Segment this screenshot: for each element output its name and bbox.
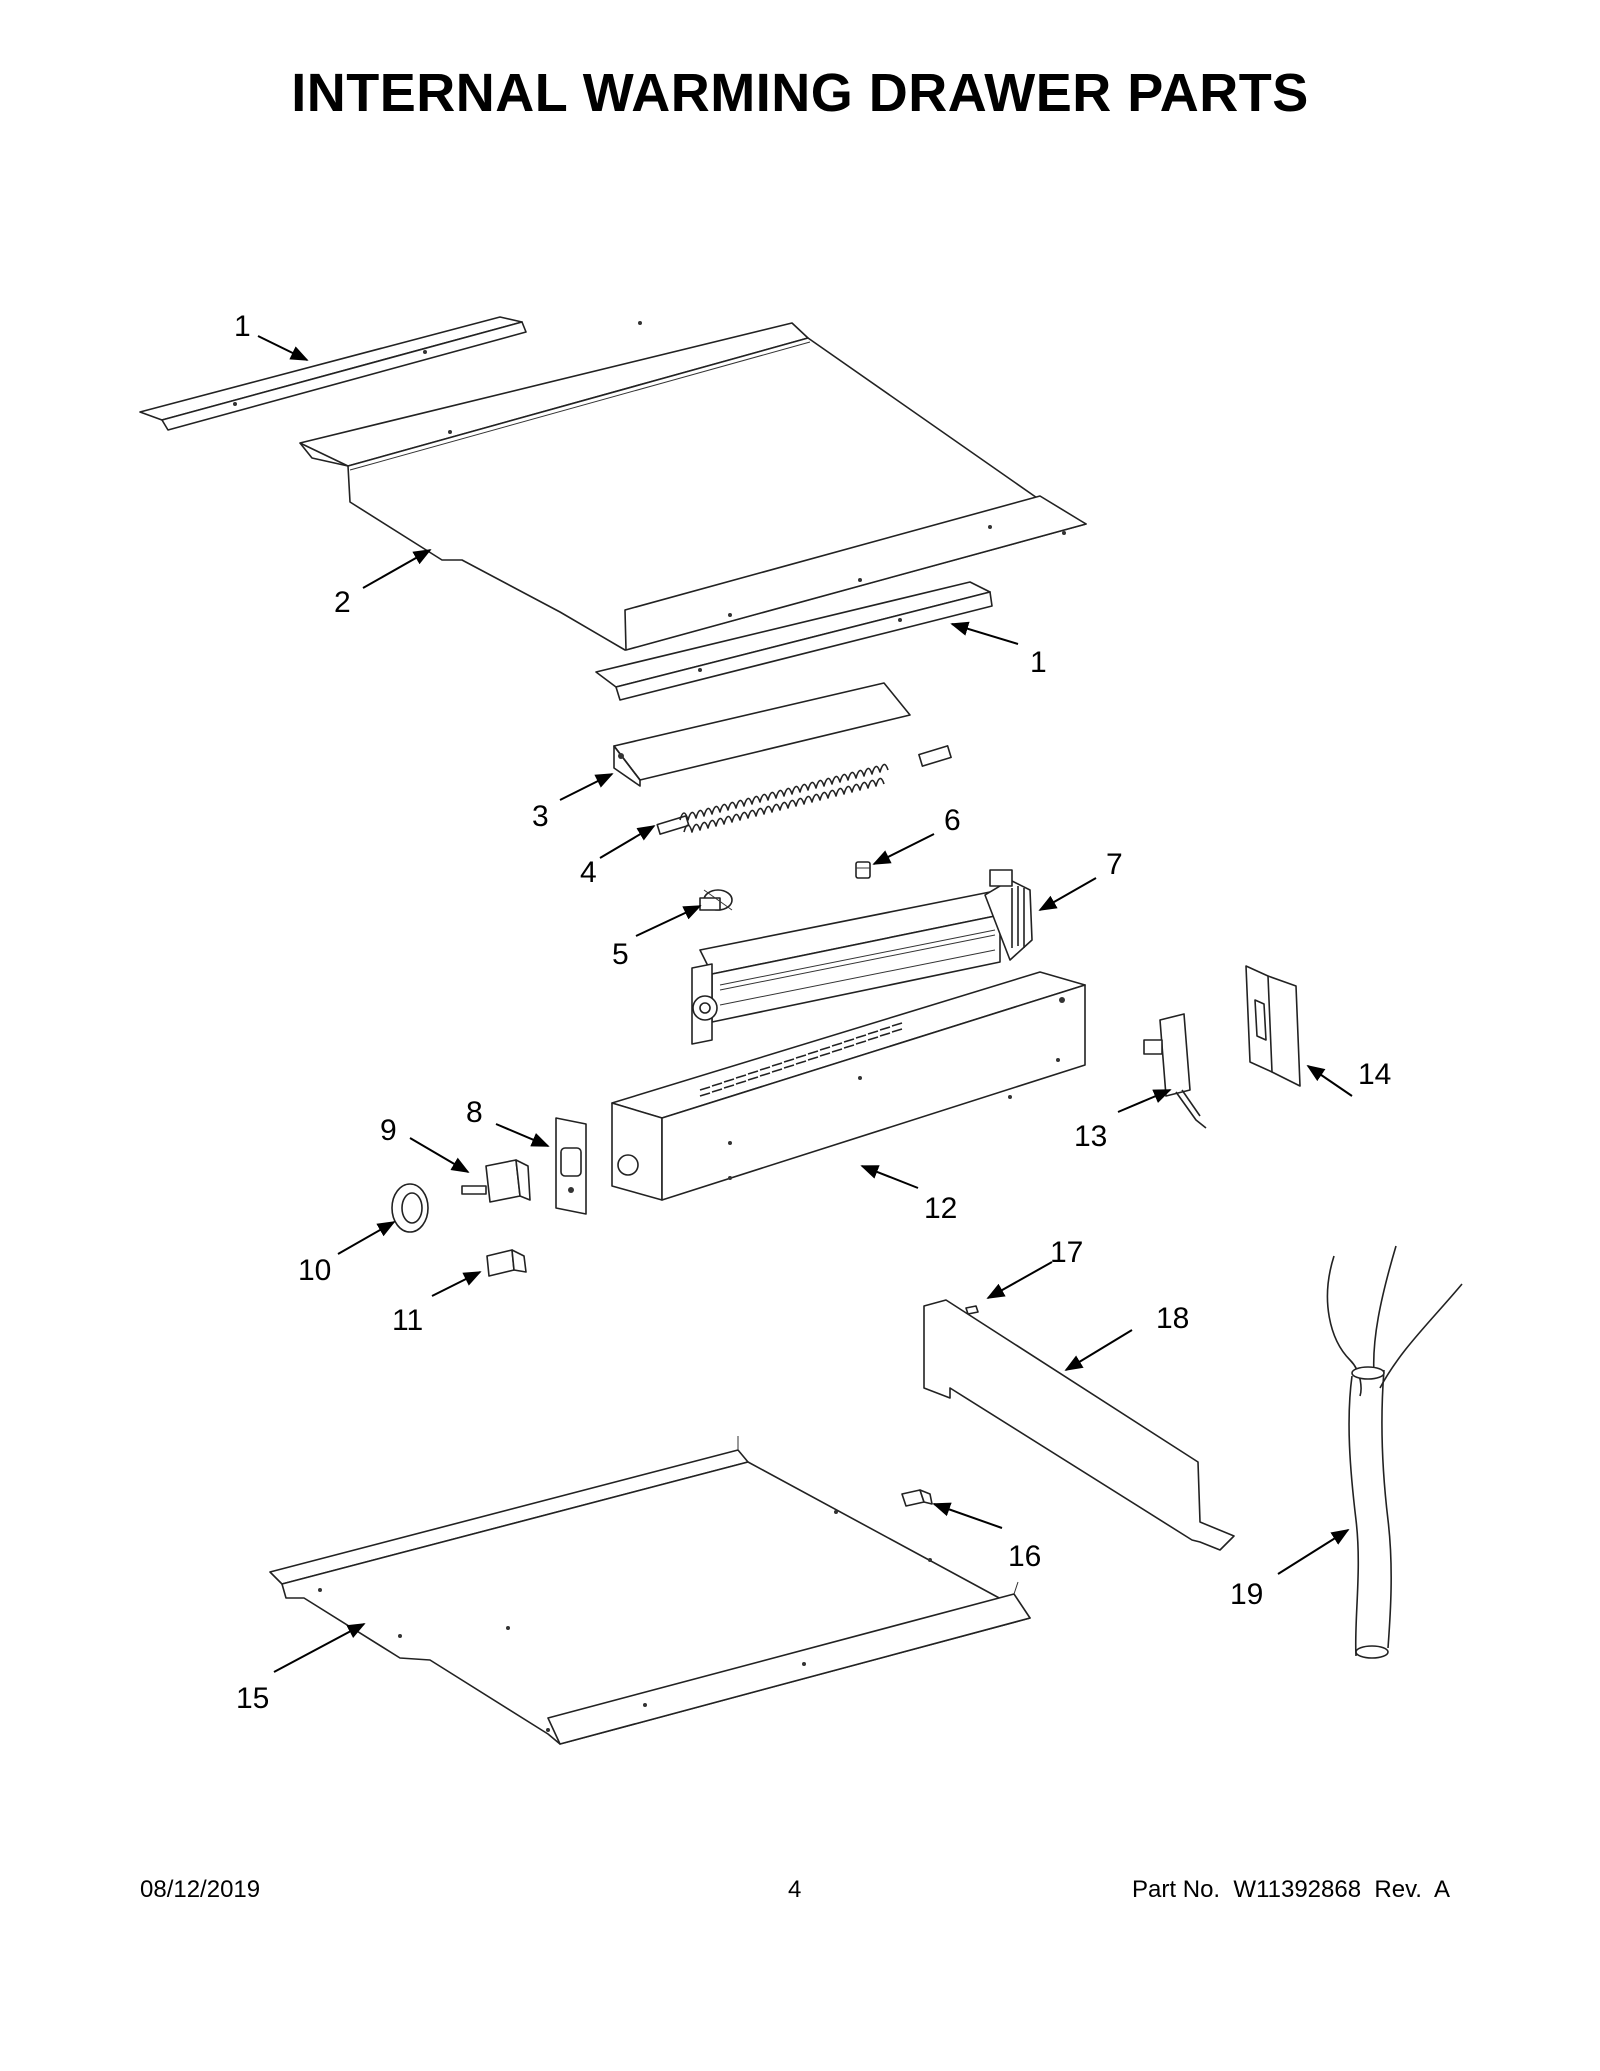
callout-14: 14	[1358, 1058, 1391, 1091]
callout-2: 2	[334, 586, 351, 619]
callout-1a: 1	[234, 310, 251, 343]
part-10-knob	[391, 1183, 429, 1233]
callout-16: 16	[1008, 1540, 1041, 1573]
page-title: INTERNAL WARMING DRAWER PARTS	[291, 63, 1309, 123]
leader-16	[932, 1502, 1003, 1529]
callout-6: 6	[944, 804, 961, 837]
leader-4	[599, 825, 656, 859]
part-19-cord	[1326, 1245, 1463, 1659]
leader-1a	[257, 335, 309, 361]
part-1-rail-top	[139, 316, 527, 431]
part-7-blower	[691, 869, 1033, 1045]
part-17-clip	[965, 1305, 979, 1315]
callout-15: 15	[236, 1682, 269, 1715]
footer-page-number: 4	[788, 1876, 802, 1903]
callout-8: 8	[466, 1096, 483, 1129]
callout-3: 3	[532, 800, 549, 833]
leader-18	[1064, 1329, 1133, 1371]
leader-13	[1117, 1089, 1172, 1113]
leader-1b	[950, 621, 1019, 645]
footer-date: 08/12/2019	[140, 1876, 261, 1903]
part-9-rotary-switch	[461, 1159, 531, 1203]
callout-5: 5	[612, 938, 629, 971]
part-4-heating-element	[656, 745, 952, 835]
callout-9: 9	[380, 1114, 397, 1147]
callout-7: 7	[1106, 848, 1123, 881]
leader-arrows	[257, 335, 1353, 1673]
callout-19: 19	[1230, 1578, 1263, 1611]
part-11-indicator-light	[486, 1249, 527, 1277]
leader-15	[273, 1623, 366, 1673]
leader-8	[495, 1123, 550, 1147]
leader-10	[337, 1221, 396, 1255]
callout-1b: 1	[1030, 646, 1047, 679]
callout-labels: 1 1 2 3 4 5 6 7 8 9 10 11 12 13 14 15 16…	[234, 310, 1391, 1715]
leader-7	[1038, 877, 1097, 911]
callout-12: 12	[924, 1192, 957, 1225]
part-5-thermostat	[699, 889, 733, 911]
part-13-switch	[1143, 1013, 1207, 1129]
leader-5	[635, 905, 702, 937]
part-1-rail-bottom	[595, 581, 993, 701]
part-15-bottom-panel	[269, 1436, 1031, 1745]
callout-10: 10	[298, 1254, 331, 1287]
part-3-heater-cover	[613, 682, 911, 787]
part-2-top-panel	[299, 321, 1087, 651]
part-14-bracket	[1245, 965, 1301, 1087]
part-6-clip	[855, 861, 871, 879]
leader-17	[986, 1261, 1053, 1299]
part-18-back-panel	[923, 1299, 1235, 1551]
callout-11: 11	[392, 1304, 423, 1337]
leader-14	[1306, 1064, 1353, 1097]
leader-2	[362, 549, 432, 589]
callout-17: 17	[1050, 1236, 1083, 1269]
leader-6	[872, 833, 935, 865]
footer-part-number: Part No. W11392868 Rev. A	[1132, 1876, 1450, 1903]
leader-9	[409, 1137, 470, 1173]
callout-13: 13	[1074, 1120, 1107, 1153]
part-12-housing	[611, 971, 1086, 1201]
leader-12	[860, 1165, 919, 1189]
leader-19	[1277, 1529, 1350, 1575]
part-16-clip	[901, 1489, 933, 1507]
callout-4: 4	[580, 856, 597, 889]
part-8-plate	[555, 1117, 587, 1215]
leader-11	[431, 1271, 482, 1297]
leader-3	[559, 773, 614, 801]
callout-18: 18	[1156, 1302, 1189, 1335]
